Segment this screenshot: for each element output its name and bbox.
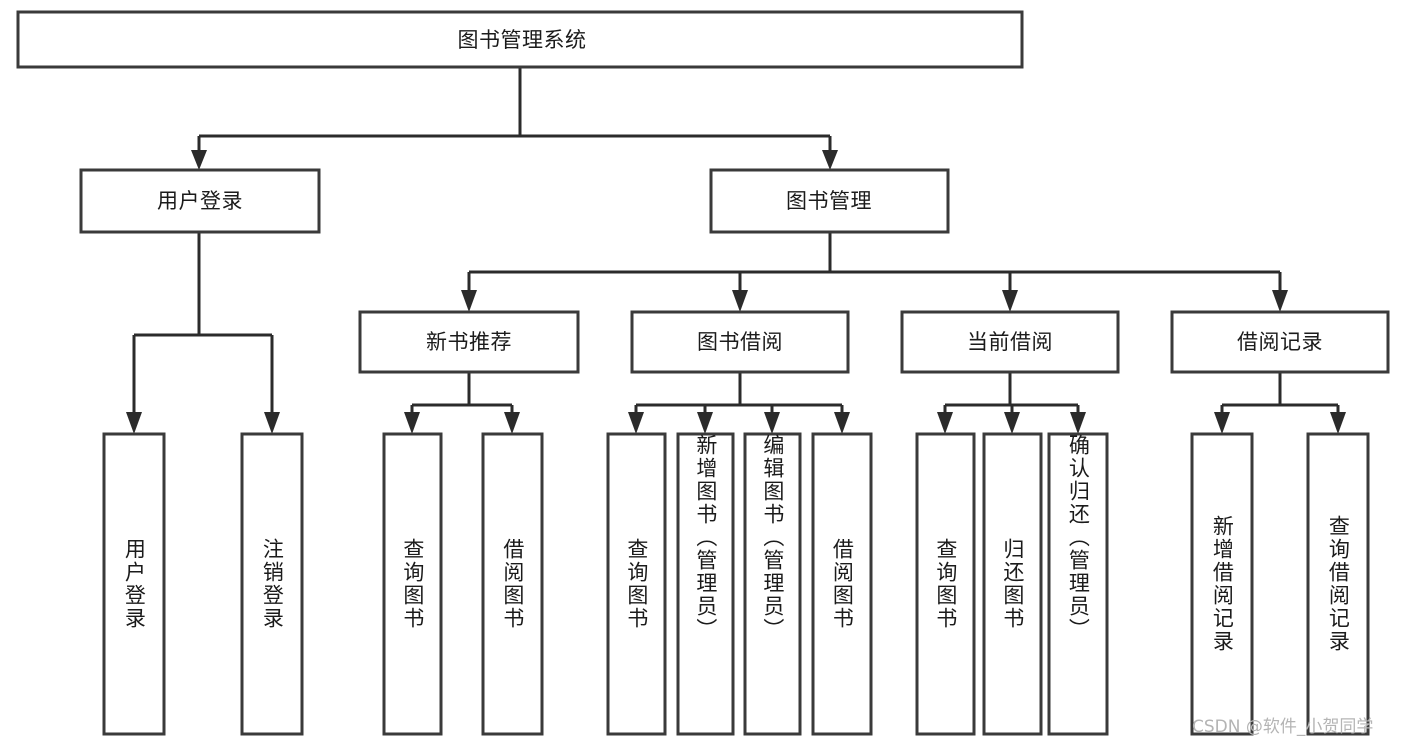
watermark-text: CSDN @软件_小贺同学 <box>1192 717 1374 737</box>
node-borrow-record-box[interactable] <box>1170 310 1390 374</box>
leaf-confirm-return-box[interactable] <box>1047 432 1109 736</box>
connector-group-book-borrow <box>628 372 850 434</box>
connector-group-new-book-recommend <box>404 372 520 434</box>
arrow-head-new-book-recommend <box>461 290 477 312</box>
leaf-boxes-current-borrow <box>915 432 1109 736</box>
arrow-head-leaf-query-book-1 <box>404 412 420 434</box>
arrow-head-leaf-borrow-book-2 <box>834 412 850 434</box>
node-root[interactable]: 图书管理系统 <box>16 10 1024 69</box>
leaf-boxes-book-borrow <box>606 432 873 736</box>
node-root-box[interactable] <box>16 10 1024 69</box>
connector-group-root <box>191 67 838 170</box>
node-borrow-record[interactable]: 借阅记录 <box>1170 310 1390 374</box>
arrow-head-leaf-confirm-return <box>1070 412 1086 434</box>
node-user-login[interactable]: 用户登录 <box>79 168 321 234</box>
leaf-logout-box[interactable] <box>240 432 304 736</box>
node-book-borrow-label: 图书借阅 <box>697 330 783 354</box>
arrow-head-leaf-query-book-2 <box>628 412 644 434</box>
node-book-borrow-box[interactable] <box>630 310 850 374</box>
leaf-user-login-box[interactable] <box>102 432 166 736</box>
node-new-book-recommend-label: 新书推荐 <box>426 330 512 354</box>
leaf-borrow-book-2-box[interactable] <box>811 432 873 736</box>
arrow-head-leaf-query-record <box>1330 412 1346 434</box>
arrow-head-current-borrow <box>1002 290 1018 312</box>
leaf-query-book-1-box[interactable] <box>382 432 443 736</box>
arrow-head-book-management <box>822 150 838 170</box>
leaf-edit-book-box[interactable] <box>743 432 802 736</box>
arrow-head-leaf-add-book <box>697 412 713 434</box>
leaf-query-book-3-box[interactable] <box>915 432 976 736</box>
node-book-management[interactable]: 图书管理 <box>709 168 950 234</box>
node-current-borrow-box[interactable] <box>900 310 1120 374</box>
node-user-login-label: 用户登录 <box>157 189 243 213</box>
node-user-login-box[interactable] <box>79 168 321 234</box>
arrow-head-leaf-query-book-3 <box>937 412 953 434</box>
arrow-head-user-login <box>191 150 207 170</box>
leaf-query-book-2-box[interactable] <box>606 432 667 736</box>
connector-group-user-login <box>126 232 280 434</box>
node-root-label: 图书管理系统 <box>458 28 587 52</box>
leaf-borrow-book-1-box[interactable] <box>481 432 544 736</box>
leaf-boxes-user-login <box>102 432 304 736</box>
node-current-borrow[interactable]: 当前借阅 <box>900 310 1120 374</box>
leaf-add-record-box[interactable] <box>1190 432 1254 736</box>
connector-group-book-management <box>461 232 1288 312</box>
leaf-add-book-box[interactable] <box>676 432 735 736</box>
connector-group-borrow-record <box>1214 372 1346 434</box>
arrow-head-book-borrow <box>732 290 748 312</box>
node-new-book-recommend-box[interactable] <box>358 310 580 374</box>
node-new-book-recommend[interactable]: 新书推荐 <box>358 310 580 374</box>
arrow-head-leaf-edit-book <box>764 412 780 434</box>
leaf-boxes-new-book-recommend <box>382 432 544 736</box>
leaf-return-book-box[interactable] <box>982 432 1043 736</box>
node-book-management-label: 图书管理 <box>786 189 872 213</box>
arrow-head-leaf-return-book <box>1004 412 1020 434</box>
arrow-head-leaf-user-login <box>126 412 142 434</box>
connector-group-current-borrow <box>937 372 1086 434</box>
leaf-query-record-box[interactable] <box>1306 432 1370 736</box>
arrow-head-borrow-record <box>1272 290 1288 312</box>
node-current-borrow-label: 当前借阅 <box>967 330 1053 354</box>
leaf-boxes-borrow-record <box>1190 432 1370 736</box>
node-book-management-box[interactable] <box>709 168 950 234</box>
node-book-borrow[interactable]: 图书借阅 <box>630 310 850 374</box>
arrow-head-leaf-add-record <box>1214 412 1230 434</box>
node-borrow-record-label: 借阅记录 <box>1237 330 1323 354</box>
arrow-head-leaf-borrow-book-1 <box>504 412 520 434</box>
arrow-head-leaf-logout <box>264 412 280 434</box>
